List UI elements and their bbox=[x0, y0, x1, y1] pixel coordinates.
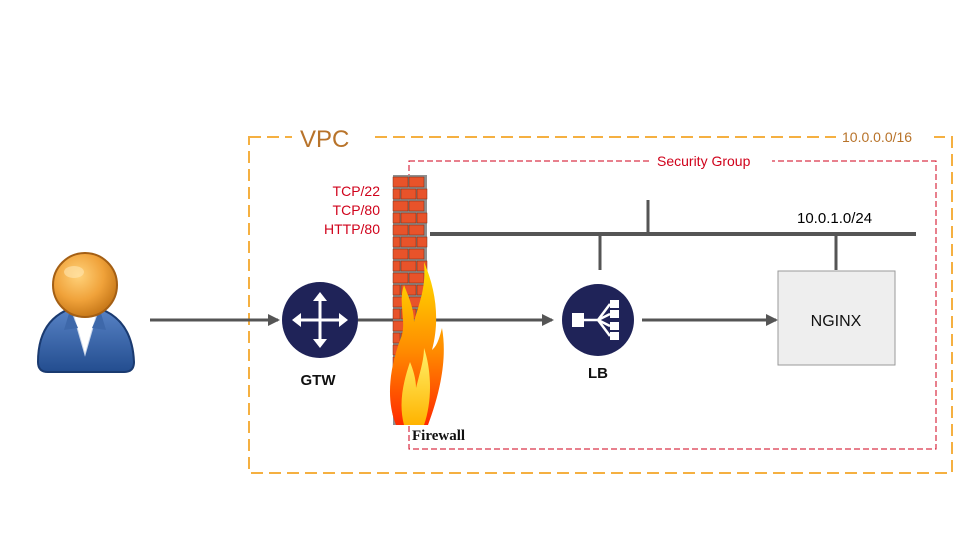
firewall-brick bbox=[392, 236, 401, 248]
firewall-brick bbox=[392, 284, 401, 296]
firewall-brick bbox=[400, 284, 417, 296]
firewall-brick bbox=[392, 308, 401, 320]
firewall-brick bbox=[392, 200, 409, 212]
firewall-brick bbox=[392, 248, 409, 260]
firewall-rule: TCP/80 bbox=[333, 202, 381, 218]
subnet-bus: 10.0.1.0/24 bbox=[430, 200, 916, 270]
firewall-icon bbox=[389, 175, 444, 425]
subnet-cidr: 10.0.1.0/24 bbox=[797, 210, 872, 227]
firewall-brick bbox=[400, 188, 417, 200]
firewall-brick bbox=[408, 200, 425, 212]
firewall-brick bbox=[408, 272, 425, 284]
load-balancer-label: LB bbox=[588, 365, 608, 382]
firewall-brick bbox=[392, 332, 401, 344]
security-group-boundary: Security Group bbox=[408, 152, 937, 450]
vpc-label: VPC bbox=[300, 126, 349, 153]
firewall-brick bbox=[392, 176, 409, 188]
nginx-label: NGINX bbox=[811, 313, 862, 330]
firewall-brick bbox=[416, 236, 428, 248]
gateway-label: GTW bbox=[301, 372, 337, 389]
firewall-brick bbox=[392, 188, 401, 200]
firewall-brick bbox=[392, 260, 401, 272]
firewall-rules: TCP/22 TCP/80 HTTP/80 bbox=[324, 183, 380, 237]
nginx-server-box: NGINX bbox=[777, 270, 896, 366]
firewall-brick bbox=[392, 224, 409, 236]
firewall-rule: HTTP/80 bbox=[324, 221, 380, 237]
firewall-brick bbox=[416, 212, 428, 224]
firewall-rule: TCP/22 bbox=[333, 183, 381, 199]
firewall-brick bbox=[408, 176, 425, 188]
firewall-brick bbox=[400, 236, 417, 248]
vpc-boundary: VPC 10.0.0.0/16 bbox=[248, 124, 953, 474]
firewall-brick bbox=[392, 272, 409, 284]
firewall-brick bbox=[400, 260, 417, 272]
firewall-label: Firewall bbox=[412, 428, 465, 444]
security-group-label: Security Group bbox=[657, 153, 751, 169]
user-icon bbox=[36, 252, 136, 373]
firewall-brick bbox=[400, 212, 417, 224]
firewall-brick bbox=[408, 224, 425, 236]
firewall-brick bbox=[408, 248, 425, 260]
router-icon bbox=[282, 282, 358, 358]
load-balancer-icon bbox=[562, 284, 634, 356]
firewall-brick bbox=[392, 212, 401, 224]
firewall-brick bbox=[416, 188, 428, 200]
firewall-brick bbox=[416, 260, 428, 272]
vpc-cidr: 10.0.0.0/16 bbox=[842, 129, 912, 145]
